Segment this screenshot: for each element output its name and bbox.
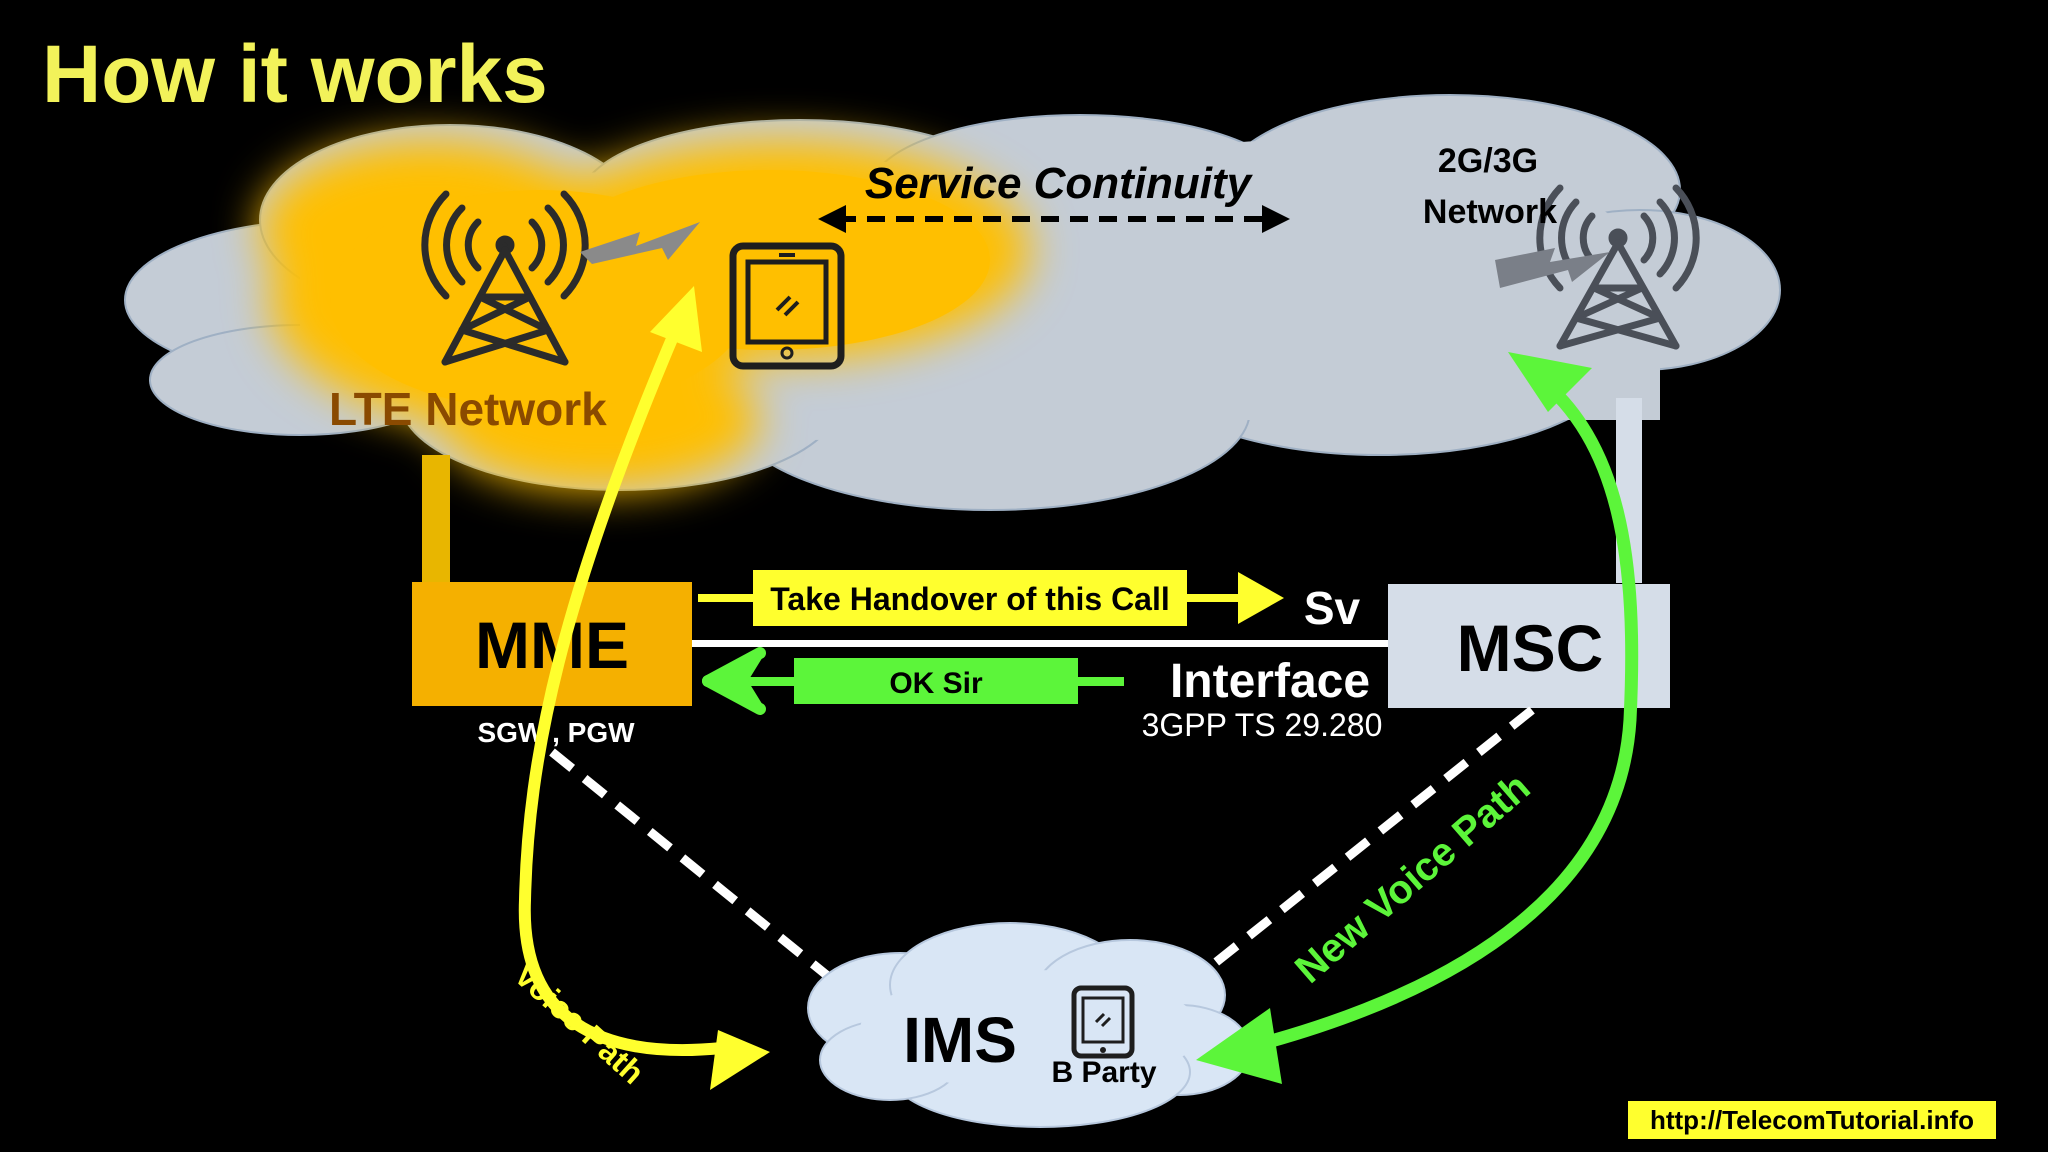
msc-ims-link bbox=[1197, 706, 1535, 979]
voice-path-arrowhead-bottom bbox=[710, 1030, 770, 1090]
lte-network-label: LTE Network bbox=[329, 383, 607, 435]
sv-label: Sv bbox=[1304, 582, 1361, 634]
ok-sir-label: OK Sir bbox=[889, 667, 983, 700]
gsm-radio-link-icon bbox=[1495, 248, 1610, 288]
new-voice-path-arrowhead-top bbox=[1508, 352, 1592, 412]
interface-label: Interface bbox=[1170, 655, 1370, 708]
mme-ims-link bbox=[549, 748, 848, 994]
network-2g3g-label-line2: Network bbox=[1423, 193, 1557, 231]
ok-response-arrow bbox=[702, 647, 1124, 715]
b-party-label: B Party bbox=[1051, 1056, 1156, 1089]
gsm-tower-icon bbox=[1536, 184, 1700, 350]
source-url-badge[interactable]: http://TelecomTutorial.info bbox=[1628, 1101, 1996, 1139]
voice-path-arrowhead-top bbox=[650, 286, 702, 352]
lte-radio-link-icon bbox=[580, 222, 700, 264]
msc-label: MSC bbox=[1457, 611, 1604, 685]
network-2g3g-label: 2G/3G bbox=[1438, 142, 1538, 180]
lte-to-mme-connector bbox=[422, 455, 450, 583]
new-voice-path-arrow bbox=[1223, 368, 1639, 1059]
sgw-pgw-label: SGW , PGW bbox=[477, 717, 635, 748]
page-title: How it works bbox=[42, 29, 548, 120]
voice-path-arrow bbox=[518, 314, 728, 1057]
take-handover-label: Take Handover of this Call bbox=[770, 581, 1170, 617]
voice-path-label: Voice Path bbox=[507, 956, 651, 1091]
b-party-tablet-icon bbox=[1071, 985, 1135, 1059]
ims-label: IMS bbox=[903, 1004, 1017, 1076]
handover-request-arrow bbox=[698, 570, 1284, 626]
msc-node[interactable]: MSC bbox=[1388, 584, 1670, 708]
service-continuity-label: Service Continuity bbox=[865, 159, 1254, 208]
service-continuity-arrow bbox=[818, 205, 1290, 233]
sv-interface-line bbox=[692, 640, 1388, 647]
ims-cloud-fill bbox=[860, 970, 1200, 1090]
ue-tablet-icon bbox=[729, 242, 845, 370]
spec-label: 3GPP TS 29.280 bbox=[1142, 707, 1383, 743]
new-voice-path-arrowhead-bottom bbox=[1196, 1008, 1282, 1084]
lte-tower-icon bbox=[421, 190, 589, 366]
